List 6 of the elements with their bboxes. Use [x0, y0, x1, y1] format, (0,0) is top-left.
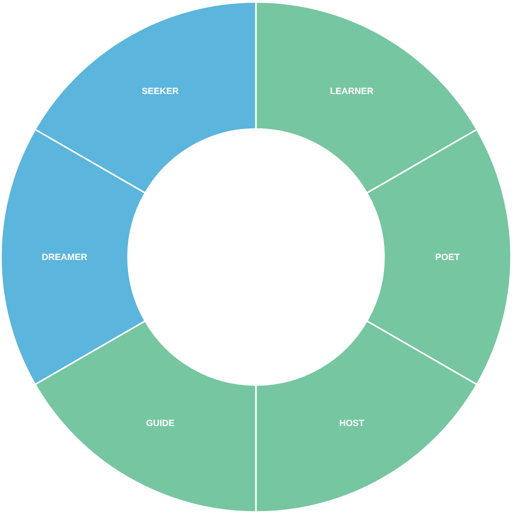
- segment-label: SEEKER: [142, 86, 179, 96]
- segment-label: GUIDE: [146, 418, 174, 428]
- segment-label: POET: [435, 252, 460, 262]
- segment-label: HOST: [339, 418, 364, 428]
- segment-label: LEARNER: [330, 86, 374, 96]
- segment-label: DREAMER: [42, 252, 88, 262]
